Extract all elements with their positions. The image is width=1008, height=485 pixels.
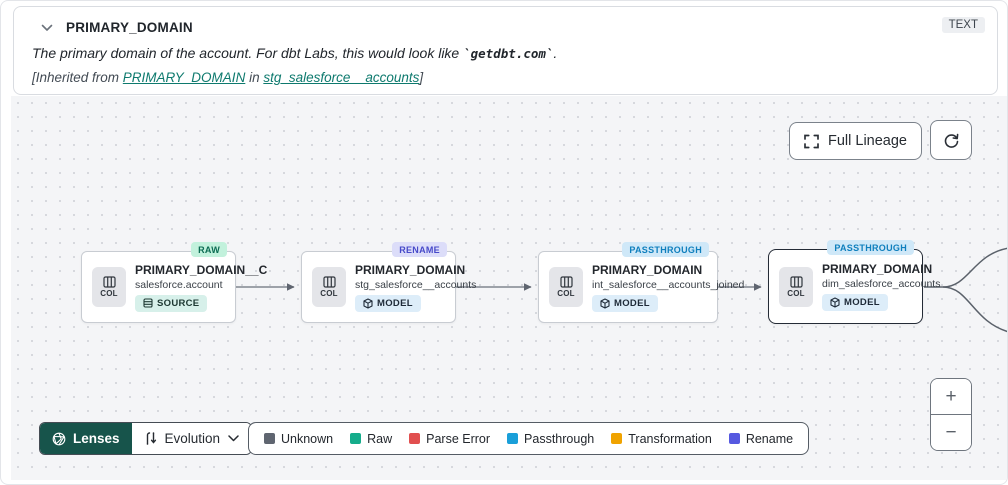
node-status-tag: RENAME bbox=[392, 242, 447, 257]
inherited-from-note: [Inherited from PRIMARY_DOMAIN in stg_sa… bbox=[32, 70, 424, 85]
columns-icon bbox=[322, 276, 336, 288]
column-chip: COL bbox=[779, 266, 813, 307]
lens-legend: Unknown Raw Parse Error Passthrough Tran… bbox=[248, 422, 810, 455]
chevron-down-icon bbox=[228, 435, 239, 442]
legend-item-transformation: Transformation bbox=[611, 432, 712, 446]
refresh-button[interactable] bbox=[930, 120, 972, 160]
column-type-badge: TEXT bbox=[941, 17, 985, 33]
lineage-node-staging[interactable]: RENAME COL PRIMARY_DOMAIN stg_salesforce… bbox=[301, 242, 477, 323]
column-chip: COL bbox=[549, 267, 583, 307]
legend-item-rename: Rename bbox=[728, 432, 793, 446]
node-status-tag: PASSTHROUGH bbox=[827, 240, 914, 255]
collapse-chevron-icon[interactable] bbox=[38, 19, 56, 37]
legend-swatch bbox=[409, 433, 421, 444]
inherited-model-link[interactable]: stg_salesforce__accounts bbox=[263, 70, 420, 85]
legend-swatch bbox=[350, 433, 362, 444]
expand-corners-icon bbox=[804, 134, 819, 149]
model-icon bbox=[600, 297, 610, 309]
lineage-node-source[interactable]: RAW COL PRIMARY_DOMAIN__C salesforce.acc… bbox=[81, 242, 268, 323]
lineage-node-dimension-selected[interactable]: PASSTHROUGH COL PRIMARY_DOMAIN dim_sales… bbox=[768, 240, 941, 324]
node-column-name: PRIMARY_DOMAIN bbox=[355, 262, 466, 277]
source-icon bbox=[143, 298, 153, 308]
node-model-name: stg_salesforce__accounts bbox=[355, 278, 477, 291]
lineage-node-intermediate[interactable]: PASSTHROUGH COL PRIMARY_DOMAIN int_sales… bbox=[538, 242, 745, 323]
node-column-name: PRIMARY_DOMAIN__C bbox=[135, 262, 268, 277]
node-status-tag: PASSTHROUGH bbox=[622, 242, 709, 257]
column-description: The primary domain of the account. For d… bbox=[32, 45, 558, 61]
legend-item-raw: Raw bbox=[350, 432, 392, 446]
node-model-name: salesforce.account bbox=[135, 278, 223, 291]
legend-swatch bbox=[728, 433, 740, 444]
zoom-in-button[interactable]: + bbox=[931, 379, 971, 415]
lens-selector-dropdown[interactable]: Evolution bbox=[131, 423, 252, 454]
node-status-tag: RAW bbox=[191, 242, 227, 257]
model-icon bbox=[363, 297, 373, 309]
legend-item-passthrough: Passthrough bbox=[507, 432, 594, 446]
zoom-out-button[interactable]: − bbox=[931, 415, 971, 450]
column-chip: COL bbox=[312, 267, 346, 307]
full-lineage-label: Full Lineage bbox=[828, 133, 907, 149]
legend-item-unknown: Unknown bbox=[264, 432, 333, 446]
column-name-title: PRIMARY_DOMAIN bbox=[66, 20, 193, 35]
node-resource-badge: MODEL bbox=[355, 294, 421, 312]
columns-icon bbox=[789, 275, 803, 288]
selected-lens-label: Evolution bbox=[164, 431, 221, 446]
full-lineage-button[interactable]: Full Lineage bbox=[789, 122, 922, 160]
inherited-column-link[interactable]: PRIMARY_DOMAIN bbox=[122, 70, 246, 85]
inline-code: `getdbt.com` bbox=[463, 46, 554, 61]
node-resource-badge: MODEL bbox=[592, 294, 658, 312]
legend-swatch bbox=[507, 433, 519, 444]
columns-icon bbox=[559, 276, 573, 288]
lenses-button[interactable]: Lenses bbox=[40, 423, 132, 454]
column-chip: COL bbox=[92, 267, 126, 307]
node-column-name: PRIMARY_DOMAIN bbox=[822, 262, 933, 276]
lineage-canvas[interactable]: Full Lineage RAW COL PRIMARY_DOMAIN__C s… bbox=[11, 96, 1007, 480]
lens-aperture-icon bbox=[52, 432, 66, 445]
legend-swatch bbox=[611, 433, 623, 444]
legend-swatch bbox=[264, 433, 275, 444]
column-header-card: PRIMARY_DOMAIN TEXT The primary domain o… bbox=[13, 6, 998, 95]
zoom-control: + − bbox=[930, 378, 972, 451]
node-column-name: PRIMARY_DOMAIN bbox=[592, 262, 703, 277]
node-model-name: int_salesforce__accounts_joined bbox=[592, 278, 745, 291]
evolution-icon bbox=[146, 432, 156, 445]
columns-icon bbox=[102, 276, 116, 288]
model-icon bbox=[830, 297, 840, 308]
lenses-control: Lenses Evolution bbox=[39, 422, 253, 455]
node-model-name: dim_salesforce_accounts bbox=[822, 278, 941, 290]
lenses-label: Lenses bbox=[73, 431, 120, 446]
node-resource-badge: MODEL bbox=[822, 294, 888, 311]
node-resource-badge: SOURCE bbox=[135, 294, 208, 312]
legend-item-parse-error: Parse Error bbox=[409, 432, 490, 446]
refresh-icon bbox=[943, 132, 960, 149]
